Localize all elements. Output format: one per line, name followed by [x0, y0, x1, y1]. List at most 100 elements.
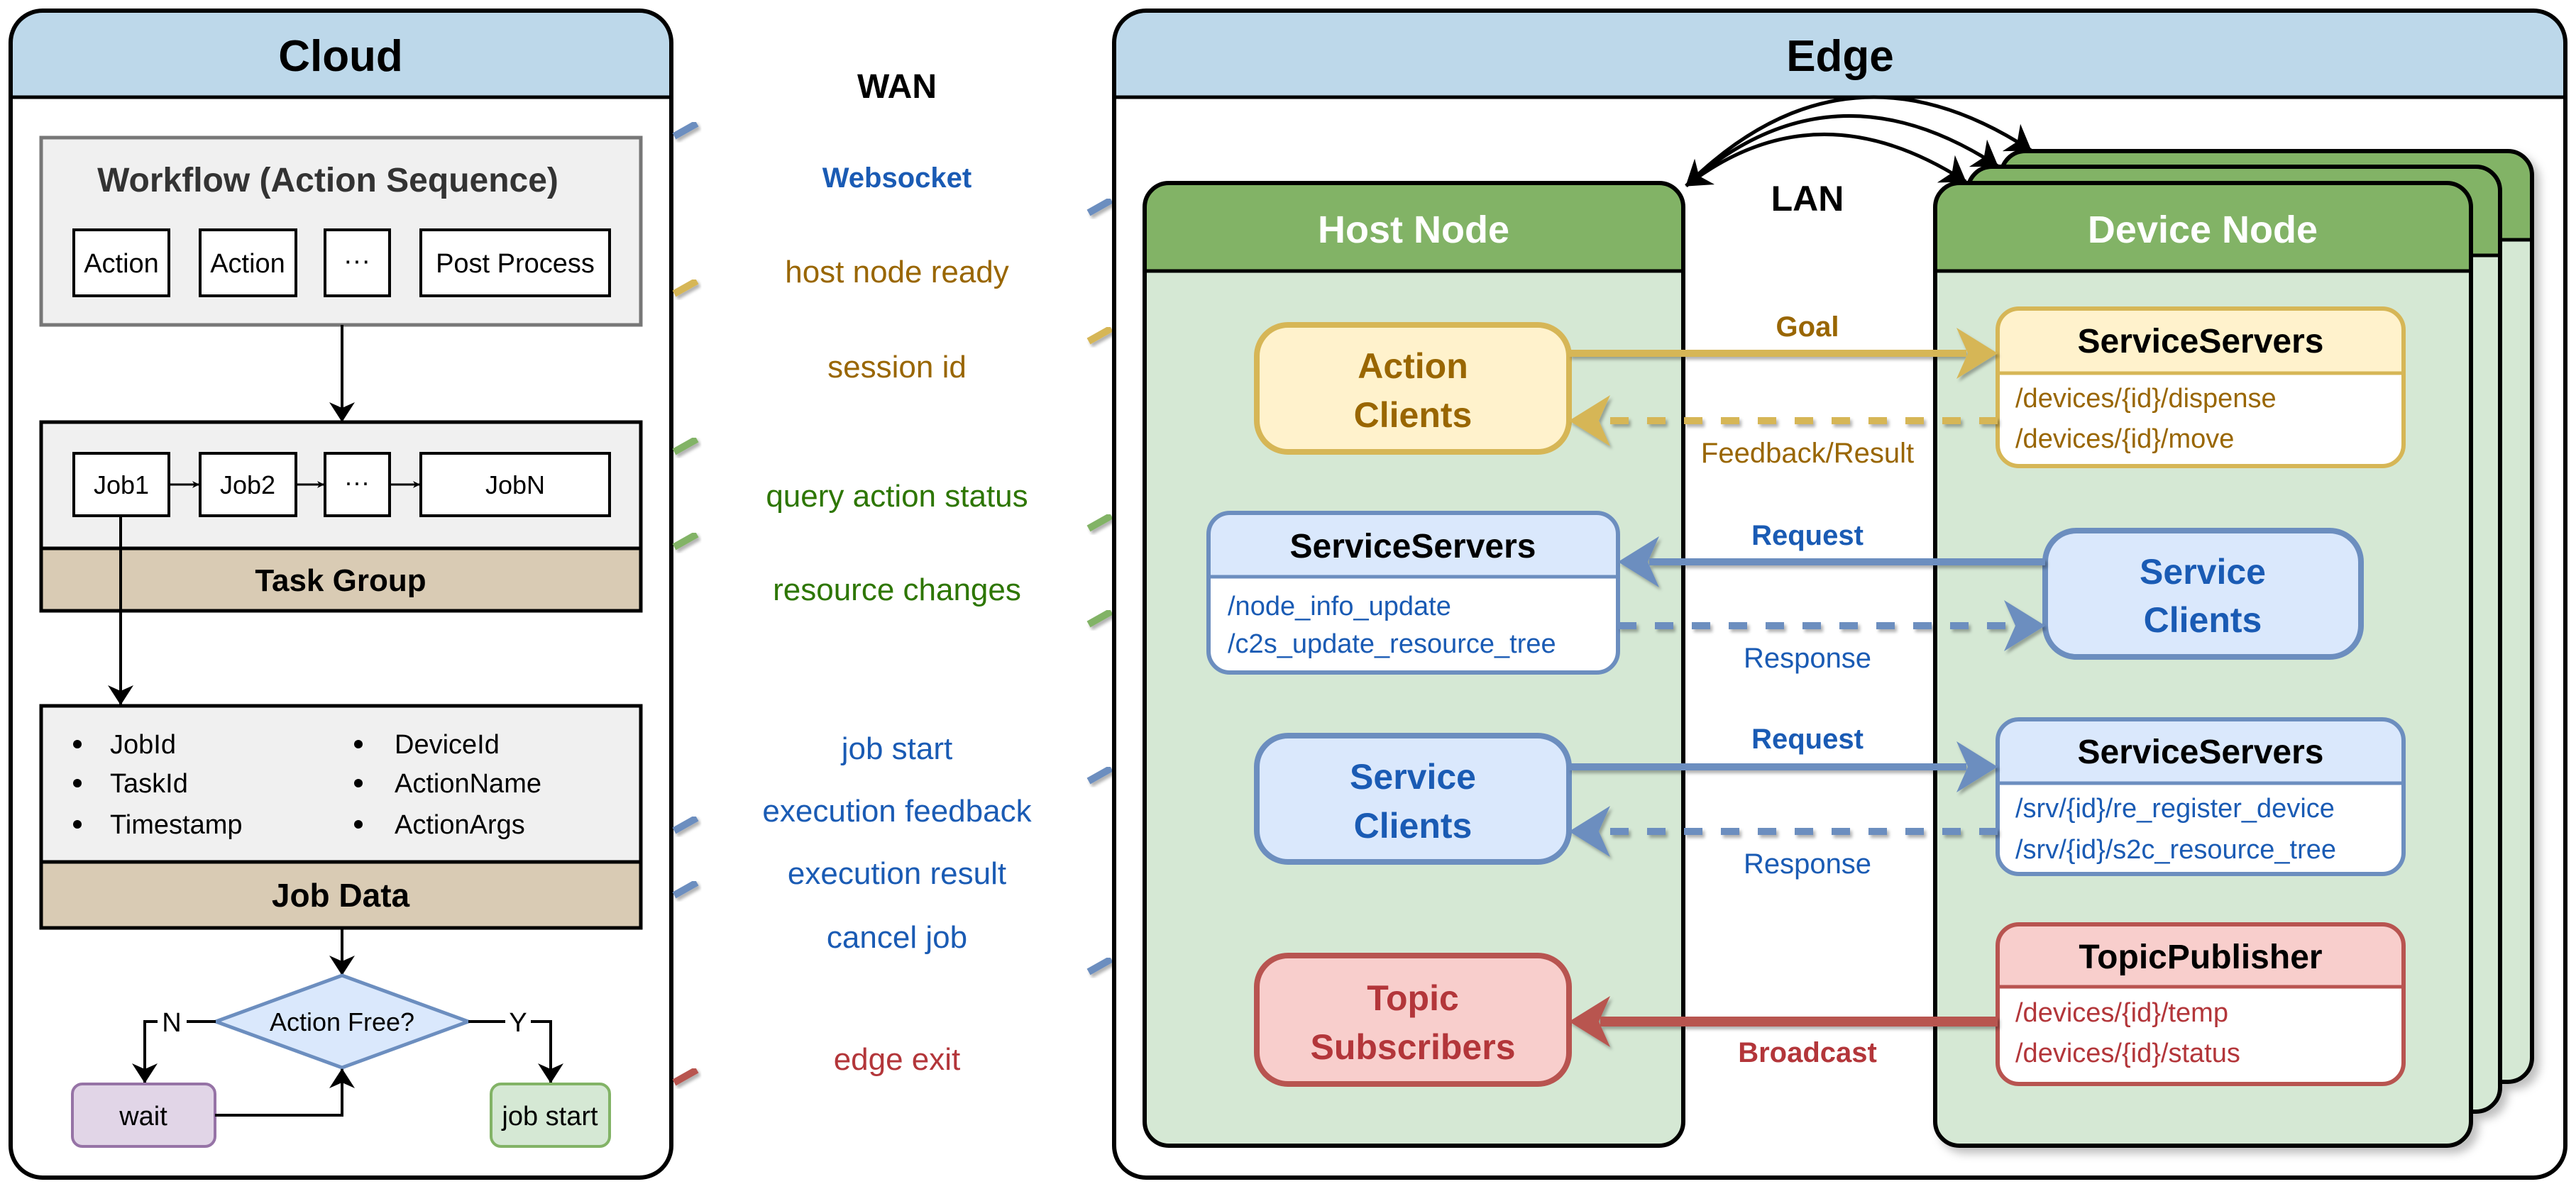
arrow-left-icon — [672, 436, 699, 455]
wan-message — [672, 120, 1111, 140]
wan-message: session id — [674, 325, 1113, 384]
wan-message: execution feedback — [672, 794, 1111, 834]
workflow-action-1-label: Action — [84, 249, 159, 279]
topic-publisher-box: TopicPublisher /devices/{id}/temp /devic… — [1996, 922, 2406, 1086]
wan-message-label: Websocket — [822, 162, 971, 194]
workflow-action-2-label: Action — [210, 249, 285, 279]
wan-message: job start — [674, 731, 1113, 785]
arrow-right-icon — [1086, 325, 1113, 345]
device-service-path-1: /srv/{id}/re_register_device — [2015, 794, 2335, 824]
response-label-2: Response — [1744, 848, 1871, 880]
device-action-servers-title: ServiceServers — [2078, 323, 2324, 360]
cloud-panel: Cloud Workflow (Action Sequence) Action … — [9, 9, 673, 1180]
arrow-right-icon — [1086, 512, 1113, 532]
job-1-label: Job1 — [94, 470, 149, 499]
wan-message: query action status — [674, 479, 1113, 532]
response-arrow-2 — [1569, 806, 1998, 857]
arrow-left-icon — [1569, 806, 1610, 857]
wait-loop-arrow — [215, 1068, 355, 1117]
arrow-right-icon — [2004, 600, 2045, 651]
wan-message-label: edge exit — [834, 1042, 961, 1077]
wan-message-label: query action status — [766, 479, 1028, 514]
workflow-ellipsis: ··· — [324, 228, 391, 297]
field-timestamp: Timestamp — [110, 810, 243, 840]
host-service-clients-label-1: Service — [1350, 757, 1476, 797]
job-n: JobN — [419, 452, 611, 517]
wan-message-label: host node ready — [785, 255, 1009, 289]
wan-message-label: cancel job — [827, 920, 967, 955]
no-label: N — [162, 1008, 181, 1038]
arrow-left-icon — [1618, 536, 1659, 587]
wan-message-label: execution feedback — [762, 794, 1032, 829]
response-arrow-1 — [1618, 600, 2045, 651]
device-service-servers-box: ServiceServers /srv/{id}/re_register_dev… — [1996, 717, 2406, 876]
topic-publisher-path-1: /devices/{id}/temp — [2015, 998, 2228, 1028]
workflow-ellipsis-label: ··· — [343, 246, 370, 276]
decision-no-branch: N — [132, 1008, 216, 1083]
arrow-right-icon — [1086, 197, 1113, 216]
job-start-box: job start — [490, 1083, 611, 1148]
wait-box: wait — [71, 1083, 216, 1148]
topic-publisher-path-2: /devices/{id}/status — [2015, 1039, 2240, 1068]
wan-message: resource changes — [674, 572, 1113, 628]
topic-subscribers-label-2: Subscribers — [1310, 1027, 1515, 1067]
node-link-arrows — [1569, 328, 2045, 1047]
response-label-1: Response — [1744, 643, 1871, 674]
arrow-left-icon — [1569, 996, 1610, 1047]
decision-question: Action Free? — [270, 1007, 414, 1036]
arrow-left-icon — [672, 120, 699, 140]
job-data-fields-right: DeviceId ActionName ActionArgs — [354, 730, 541, 840]
arrow-right-icon — [1956, 328, 1998, 379]
job-2-label: Job2 — [220, 470, 275, 499]
device-service-clients-label-1: Service — [2140, 552, 2266, 592]
wan-channel: WAN Websocket host node ready session id qu… — [672, 68, 1113, 1086]
device-node-title: Device Node — [2088, 209, 2318, 251]
yes-label: Y — [509, 1008, 527, 1038]
action-clients-label-2: Clients — [1354, 395, 1473, 435]
job-2: Job2 — [199, 452, 297, 517]
job-ellipsis-label: ··· — [344, 467, 370, 497]
arrow-left-icon — [672, 531, 699, 550]
lan-label: LAN — [1771, 179, 1844, 218]
job-data-fields-left: JobId TaskId Timestamp — [73, 730, 243, 840]
wan-message — [672, 436, 1111, 455]
topic-subscribers-box: Topic Subscribers — [1254, 953, 1572, 1087]
workflow-title: Workflow (Action Sequence) — [97, 162, 558, 199]
host-service-servers-title: ServiceServers — [1290, 528, 1536, 565]
request-arrow-1 — [1618, 536, 2045, 587]
host-node: Host Node — [1143, 181, 1685, 1148]
device-service-path-2: /srv/{id}/s2c_resource_tree — [2015, 835, 2336, 865]
arrow-right-icon — [1956, 741, 1998, 792]
wan-title: WAN — [857, 68, 937, 106]
host-service-clients-box: Service Clients — [1254, 733, 1572, 865]
wan-message: cancel job — [683, 920, 1113, 975]
job-start-label: job start — [501, 1102, 598, 1132]
field-action-args: ActionArgs — [395, 810, 525, 840]
wan-message: execution result — [672, 856, 1111, 899]
host-node-title: Host Node — [1318, 209, 1509, 251]
edge-title: Edge — [1786, 32, 1894, 81]
wan-message: edge exit — [672, 1042, 1111, 1086]
job-data-label: Job Data — [272, 877, 410, 914]
workflow-post-process: Post Process — [419, 228, 611, 297]
lan-links: LAN — [1685, 95, 2032, 218]
decision-diamond: Action Free? — [210, 973, 474, 1070]
wan-message-label: resource changes — [773, 572, 1021, 607]
field-task-id: TaskId — [110, 769, 188, 799]
device-action-servers-box: ServiceServers /devices/{id}/dispense /d… — [1996, 306, 2406, 468]
workflow-post-process-label: Post Process — [436, 249, 595, 279]
host-service-path-2: /c2s_update_resource_tree — [1228, 629, 1556, 659]
workflow-box: Workflow (Action Sequence) Action Action… — [39, 135, 643, 327]
host-service-servers-box: ServiceServers /node_info_update /c2s_up… — [1206, 511, 1620, 675]
decision-yes-branch: Y — [468, 1008, 563, 1083]
goal-arrow — [1569, 328, 1998, 379]
wan-arrows: Websocket host node ready session id query … — [672, 120, 1113, 1086]
host-service-clients-label-2: Clients — [1354, 806, 1473, 846]
arrow-left-icon — [672, 277, 699, 297]
arrow-left-icon — [1569, 395, 1610, 446]
broadcast-label: Broadcast — [1738, 1037, 1877, 1068]
workflow-action-2: Action — [199, 228, 297, 297]
device-action-path-1: /devices/{id}/dispense — [2015, 384, 2277, 414]
action-clients-label-1: Action — [1358, 346, 1468, 386]
